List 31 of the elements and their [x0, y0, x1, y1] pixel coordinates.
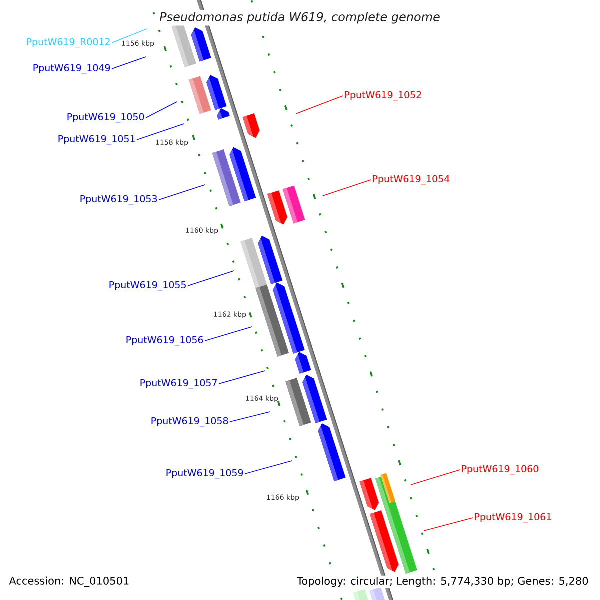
accession-text: Accession: NC_010501 — [8, 576, 131, 588]
title: Pseudomonas putida W619, complete genome — [158, 10, 442, 26]
gene-label: PputW619_1052 — [345, 91, 422, 101]
genome-info-text: Topology: circular; Length: 5,774,330 bp; Genes: 5,280 — [296, 576, 590, 588]
gene-label: PputW619_1056 — [126, 336, 204, 346]
gene-label: PputW619_1060 — [462, 465, 539, 475]
leader-line — [244, 460, 292, 474]
gene-label: PputW619_1055 — [110, 281, 186, 291]
gene-label: PputW619_1061 — [475, 513, 552, 523]
leader-line — [158, 184, 206, 200]
leader-line — [112, 56, 146, 70]
leader-line — [424, 518, 474, 532]
leader-line — [112, 28, 148, 44]
leader-line — [204, 326, 252, 342]
gene-label: PputW619_1057 — [140, 379, 217, 389]
gene-label: PputW619_1050 — [68, 113, 144, 123]
leader-line — [188, 270, 234, 286]
gene-label: PputW619_1049 — [34, 64, 110, 74]
gene-label: PputW619_1054 — [373, 175, 450, 185]
gene-label: PputW619_1053 — [80, 195, 158, 205]
leader-line — [230, 412, 270, 422]
leader-line — [322, 180, 372, 196]
leader-line — [136, 124, 184, 140]
gene-label: PputW619_1051 — [58, 135, 135, 145]
leader-line — [218, 370, 266, 384]
leader-line — [296, 96, 344, 114]
gene-label: PputW619_1059 — [166, 469, 244, 479]
leader-line — [410, 470, 460, 486]
gene-label: PputW619_1058 — [152, 417, 228, 427]
gene-label: PputW619_R0012 — [27, 38, 110, 48]
leader-line — [146, 102, 178, 118]
